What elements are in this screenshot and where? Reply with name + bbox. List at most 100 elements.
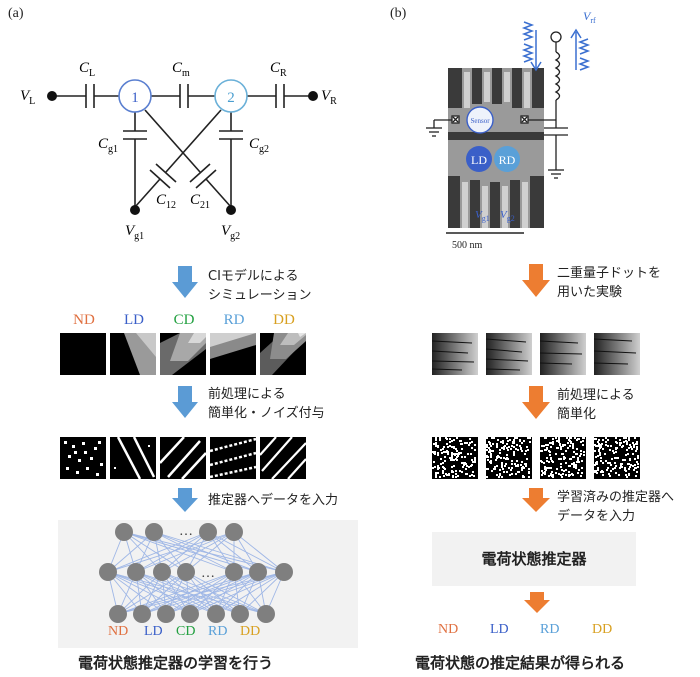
nn-node — [181, 605, 199, 623]
cm-label: Cm — [172, 60, 190, 79]
nn-node — [257, 605, 275, 623]
nn-node — [275, 563, 293, 581]
sim-tile-rd — [210, 333, 256, 375]
sensor-dot — [466, 106, 494, 134]
nn-ellipsis-middle: … — [201, 566, 215, 581]
nn-node — [177, 563, 195, 581]
exp-tile-4 — [593, 333, 640, 375]
nn-ellipsis-top: … — [179, 524, 193, 539]
exp-tile-3 — [539, 333, 586, 375]
nn-node — [225, 523, 243, 541]
ld-dot — [466, 146, 492, 172]
left-step-1-line-1: CIモデルによる — [208, 269, 299, 284]
vl-label: VL — [20, 88, 35, 107]
neural-network-diagram: … … — [99, 523, 293, 623]
sim-tile-dd — [260, 333, 306, 375]
scale-bar-label: 500 nm — [452, 240, 483, 250]
cg2-label: Cg2 — [249, 136, 269, 155]
right-arrow-4-icon — [524, 592, 550, 613]
right-step-2: 前処理による 簡単化 — [557, 386, 635, 424]
right-bottom-title: 電荷状態の推定結果が得られる — [415, 654, 626, 672]
rd-dot-label: RD — [499, 153, 516, 167]
result-nd: ND — [438, 622, 459, 637]
ci-circuit-diagram: 1 2 VL VR CL Cm CR Cg1 Cg2 C12 C21 Vg1 V… — [20, 60, 337, 242]
panel-label-b: (b) — [390, 6, 407, 21]
device-vg2-label: Vg2 — [500, 209, 515, 223]
nn-node — [231, 605, 249, 623]
left-step-3: 推定器へデータを入力 — [208, 493, 339, 508]
result-dd: DD — [592, 622, 613, 637]
pre-tile-ld — [110, 437, 156, 479]
cat-label-cd: CD — [173, 312, 195, 328]
nn-node — [133, 605, 151, 623]
device-sem-diagram: Sensor LD RD Vg1 Vg2 500 nm — [426, 9, 596, 250]
dot-1-label: 1 — [131, 90, 139, 106]
result-rd: RD — [540, 622, 560, 637]
right-preprocessed-images — [432, 437, 640, 479]
c21-label: C21 — [190, 192, 210, 211]
cat-label-ld: LD — [124, 312, 144, 328]
pre-tile-nd — [60, 437, 106, 479]
nn-out-cd: CD — [176, 624, 196, 639]
pre-tile-dd — [259, 437, 307, 479]
nn-node — [115, 523, 133, 541]
left-step-2: 前処理による 簡単化・ノイズ付与 — [208, 385, 325, 423]
nn-out-nd: ND — [108, 624, 129, 639]
right-step-3-line-1: 学習済みの推定器へ — [557, 490, 675, 505]
dot-2-label: 2 — [227, 90, 235, 106]
c12-label: C12 — [156, 192, 176, 211]
nn-out-ld: LD — [144, 624, 163, 639]
result-ld: LD — [490, 622, 509, 637]
nn-node — [109, 605, 127, 623]
cr-label: CR — [270, 60, 287, 79]
nn-out-dd: DD — [240, 624, 261, 639]
vg1-label: Vg1 — [125, 223, 144, 242]
left-step-1-line-2: シミュレーション — [208, 288, 312, 303]
right-arrow-1-icon — [522, 264, 550, 297]
exp-tile-1 — [432, 333, 478, 375]
cl-label: CL — [79, 60, 95, 79]
right-step-3: 学習済みの推定器へ データを入力 — [557, 488, 674, 526]
left-arrow-2-icon — [172, 386, 198, 418]
sim-tile-nd — [60, 333, 106, 375]
left-step-1: CIモデルによる シミュレーション — [208, 267, 311, 305]
nn-out-rd: RD — [208, 624, 228, 639]
sim-tile-ld — [110, 333, 156, 375]
nn-node — [225, 563, 243, 581]
left-step-2-line-1: 前処理による — [208, 387, 286, 402]
cg1-label: Cg1 — [98, 136, 118, 155]
right-step-2-line-2: 簡単化 — [557, 407, 597, 422]
left-arrow-3-icon — [172, 488, 198, 512]
left-step-2-line-2: 簡単化・ノイズ付与 — [208, 406, 325, 421]
right-arrow-2-icon — [522, 386, 550, 419]
device-vg1-label: Vg1 — [475, 209, 490, 223]
right-step-1: 二重量子ドットを 用いた実験 — [557, 264, 661, 302]
right-arrow-3-icon — [522, 488, 550, 512]
left-category-labels: ND LD CD RD DD — [60, 312, 320, 332]
nn-node — [145, 523, 163, 541]
result-labels: ND LD RD DD — [430, 622, 650, 642]
vrf-label: Vrf — [583, 9, 596, 25]
nn-node — [199, 523, 217, 541]
nn-node — [99, 563, 117, 581]
left-bottom-title: 電荷状態推定器の学習を行う — [78, 654, 274, 672]
cat-label-rd: RD — [223, 312, 245, 328]
nn-node — [153, 563, 171, 581]
estimator-box: 電荷状態推定器 — [432, 532, 636, 586]
cat-label-nd: ND — [73, 312, 95, 328]
nn-node — [127, 563, 145, 581]
sim-tile-cd — [160, 333, 206, 375]
exp-tile-2 — [485, 333, 532, 375]
nn-node — [157, 605, 175, 623]
right-step-3-line-2: データを入力 — [557, 509, 636, 524]
sensor-label: Sensor — [470, 117, 490, 125]
dot-1-node — [118, 79, 152, 113]
right-step-1-line-1: 二重量子ドットを — [557, 266, 662, 281]
panel-label-a: (a) — [8, 6, 24, 21]
nn-node — [207, 605, 225, 623]
nn-node — [249, 563, 267, 581]
dot-2-node — [214, 79, 248, 113]
right-step-1-line-2: 用いた実験 — [557, 285, 623, 300]
nn-output-labels: ND LD CD RD DD — [104, 624, 304, 642]
left-preprocessed-images — [60, 437, 307, 479]
